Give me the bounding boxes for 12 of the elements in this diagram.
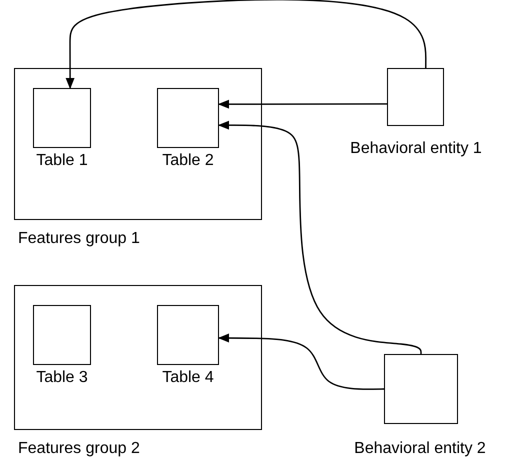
node-label: Features group 2 [18,440,141,458]
arrow [218,334,384,390]
node-label: Table 1 [35,152,89,170]
arrow [66,0,426,90]
node-label: Table 3 [35,369,89,387]
node-label: Behavioral entity 1 [349,140,483,158]
arrow [218,100,387,109]
node-label: Behavioral entity 2 [353,440,487,458]
node-label: Features group 1 [18,230,141,248]
node-label: Table 2 [161,152,215,170]
arrow [218,120,422,354]
node-label: Table 4 [161,369,215,387]
